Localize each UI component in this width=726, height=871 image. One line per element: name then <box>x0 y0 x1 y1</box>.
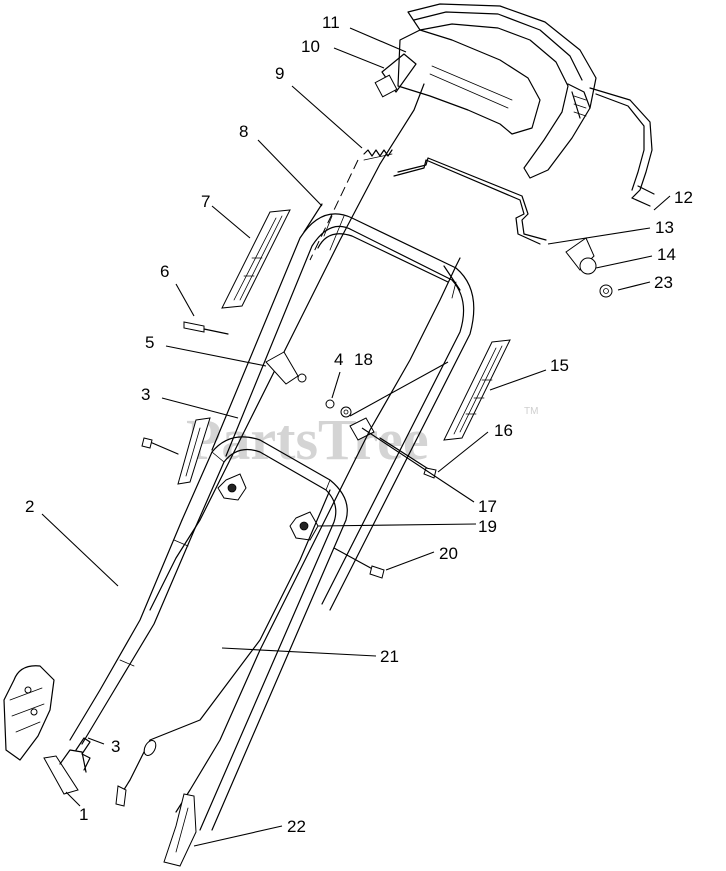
cable-clip-upper <box>221 209 291 309</box>
callout-7: 7 <box>201 192 210 211</box>
callout-10: 10 <box>301 37 320 56</box>
callout-13: 13 <box>655 218 674 237</box>
callout-2: 2 <box>25 497 34 516</box>
callout-11: 11 <box>322 13 340 32</box>
callout-22: 22 <box>287 817 306 836</box>
callout-23: 23 <box>654 273 673 292</box>
leader-lines <box>41 27 671 847</box>
lower-clip-left <box>141 417 211 485</box>
callout-4: 4 <box>334 350 343 369</box>
cable-guide <box>175 257 461 813</box>
pin-part <box>183 321 229 335</box>
cable-bracket <box>265 351 307 385</box>
callout-12: 12 <box>674 188 693 207</box>
callout-19: 19 <box>478 517 497 536</box>
callout-3a: 3 <box>141 385 150 404</box>
control-bail-assembly <box>374 3 655 207</box>
callout-8: 8 <box>239 122 248 141</box>
bolt-lower <box>333 547 385 579</box>
callout-3b: 3 <box>111 737 120 756</box>
callout-18: 18 <box>354 350 373 369</box>
callout-15: 15 <box>550 356 569 375</box>
callout-16: 16 <box>494 421 513 440</box>
watermark-trademark: TM <box>524 406 538 417</box>
cable-end-fitting <box>565 237 613 298</box>
knob-left <box>217 473 247 501</box>
spring-part <box>309 149 393 261</box>
upper-cable-line <box>149 83 425 611</box>
hardware-4-18 <box>325 399 352 418</box>
handle-mount <box>163 793 197 867</box>
callout-21: 21 <box>380 647 399 666</box>
callout-5: 5 <box>145 333 154 352</box>
callout-17: 17 <box>478 497 497 516</box>
height-adjust-bracket <box>3 665 87 795</box>
cable-clip-right <box>443 339 511 441</box>
knob-right <box>289 511 319 541</box>
control-rod <box>393 157 547 245</box>
lower-handle <box>69 436 348 831</box>
lower-cable <box>115 489 331 807</box>
upper-handle <box>211 203 475 611</box>
callout-1: 1 <box>79 805 88 824</box>
callout-9: 9 <box>275 64 284 83</box>
spring-clip-lower <box>75 737 91 771</box>
callout-14: 14 <box>657 245 676 264</box>
callout-20: 20 <box>439 544 458 563</box>
callout-6: 6 <box>160 262 169 281</box>
watermark-text: PartsTree <box>186 407 429 472</box>
